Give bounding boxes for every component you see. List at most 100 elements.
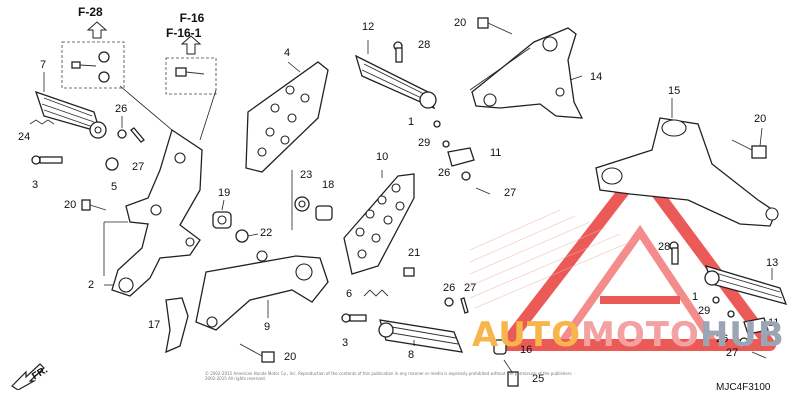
up-arrow-icon: [86, 21, 108, 39]
bolt-part: [81, 199, 107, 211]
bolt-part: [71, 51, 110, 83]
washer-part: [442, 140, 450, 148]
bolt-part: [731, 139, 767, 159]
passenger-bracket-left: [195, 250, 329, 331]
heel-guard-left: [245, 61, 329, 173]
footpeg-right-rider: [354, 54, 437, 110]
passenger-bracket-right: [595, 117, 779, 227]
pin-part: [393, 41, 403, 63]
reference-box-f28: [61, 41, 125, 89]
watermark-text: AUTOMOTOHUB: [472, 318, 785, 352]
part-label-25: 25: [532, 373, 545, 385]
part-label-24: 24: [18, 131, 31, 143]
part-label-29: 29: [698, 305, 711, 317]
bushing-part: [493, 339, 507, 355]
spring-part: [363, 289, 389, 297]
bushing-part: [315, 205, 333, 221]
part-label-23: 23: [300, 169, 313, 181]
part-label-15: 15: [668, 85, 681, 97]
part-label-26: 26: [115, 103, 128, 115]
bolt-part: [477, 17, 513, 35]
part-label-27: 27: [504, 187, 517, 199]
pin-part: [669, 241, 679, 265]
bracket-part: [743, 317, 769, 335]
part-label-20: 20: [284, 351, 297, 363]
part-label-19: 19: [218, 187, 231, 199]
part-label-28: 28: [418, 39, 431, 51]
footpeg-bracket-left: [111, 128, 203, 297]
part-label-12: 12: [362, 21, 375, 33]
part-label-28: 28: [658, 241, 671, 253]
up-arrow-icon: [180, 35, 202, 55]
leader-lines: [43, 40, 773, 346]
reference-box-f16: [165, 57, 217, 95]
spring-part: [105, 157, 119, 171]
part-label-3: 3: [32, 179, 39, 191]
part-label-20: 20: [454, 17, 467, 29]
washer-part: [294, 196, 310, 212]
part-label-27: 27: [464, 282, 477, 294]
washer-part: [461, 171, 471, 181]
washer-part: [727, 310, 735, 318]
part-label-11: 11: [490, 147, 502, 159]
bolt-part: [503, 359, 519, 387]
part-label-8: 8: [408, 349, 415, 361]
washer-part: [739, 337, 749, 347]
part-label-14: 14: [590, 71, 603, 83]
part-label-3: 3: [342, 337, 349, 349]
heel-guard-right: [343, 173, 415, 275]
part-label-27: 27: [132, 161, 145, 173]
clip-part: [751, 351, 767, 359]
part-label-22: 22: [260, 227, 273, 239]
reference-label-f16-text[interactable]: F-16: [179, 11, 205, 25]
washer-part: [117, 129, 127, 139]
spring-part: [712, 296, 720, 304]
footpeg-left-rider: [34, 90, 107, 139]
part-label-16: 16: [520, 344, 533, 356]
clip-part: [165, 297, 189, 354]
footpeg-bracket-right: [471, 27, 584, 119]
watermark-text-part2: MOTO: [580, 315, 700, 355]
bolt-part: [239, 343, 275, 363]
part-label-26: 26: [443, 282, 456, 294]
part-label-20: 20: [754, 113, 767, 125]
diagram-code: MJC4F3100: [716, 382, 771, 393]
part-label-26: 26: [716, 333, 729, 345]
watermark-logo: [499, 164, 776, 351]
copyright-notice: © 2002-2015 American Honda Motor Co., In…: [205, 371, 576, 381]
part-label-6: 6: [346, 288, 353, 300]
spring-part: [29, 119, 55, 125]
clip-part: [130, 127, 145, 143]
part-label-7: 7: [40, 59, 47, 71]
part-label-11: 11: [768, 317, 780, 329]
watermark-text-part3: HUB: [699, 315, 785, 355]
part-label-13: 13: [766, 257, 779, 269]
reference-label-f28[interactable]: F-28: [78, 5, 103, 19]
reference-label-f16[interactable]: F-16: [168, 11, 216, 26]
bolt-part: [175, 67, 205, 77]
part-label-26: 26: [438, 167, 451, 179]
part-label-9: 9: [264, 321, 271, 333]
pin-part: [31, 155, 63, 165]
part-label-17: 17: [148, 319, 161, 331]
reference-label-f16-1[interactable]: F-16-1: [166, 26, 202, 40]
bushing-part: [235, 229, 249, 243]
footpeg-right-passenger: [378, 319, 464, 353]
washer-part: [444, 297, 454, 307]
watermark-text-part1: AUTO: [472, 315, 581, 355]
part-label-4: 4: [284, 47, 291, 59]
bushing-part: [212, 211, 232, 229]
bolt-part: [403, 267, 415, 277]
footpeg-right-passenger-13: [704, 265, 788, 305]
clip-part: [460, 297, 469, 314]
watermark-hatch: [469, 209, 636, 309]
part-label-18: 18: [322, 179, 335, 191]
spring-part: [433, 120, 441, 128]
bracket-part: [447, 147, 475, 167]
part-label-29: 29: [418, 137, 431, 149]
part-label-5: 5: [111, 181, 118, 193]
part-label-1: 1: [692, 291, 699, 303]
part-label-21: 21: [408, 247, 421, 259]
